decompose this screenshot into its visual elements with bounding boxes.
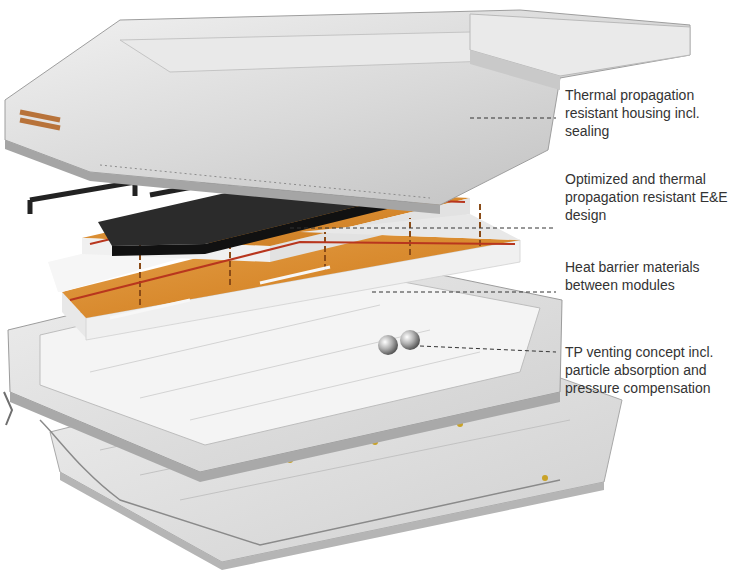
callout-label: Optimized and thermal propagation resist… — [565, 170, 743, 224]
venting-units — [378, 330, 420, 355]
leader-lines — [290, 118, 556, 352]
callout-label: TP venting concept incl. particle absorp… — [565, 343, 743, 397]
callout-label: Heat barrier materials between modules — [565, 258, 743, 294]
callout-label: Thermal propagation resistant housing in… — [565, 86, 743, 140]
